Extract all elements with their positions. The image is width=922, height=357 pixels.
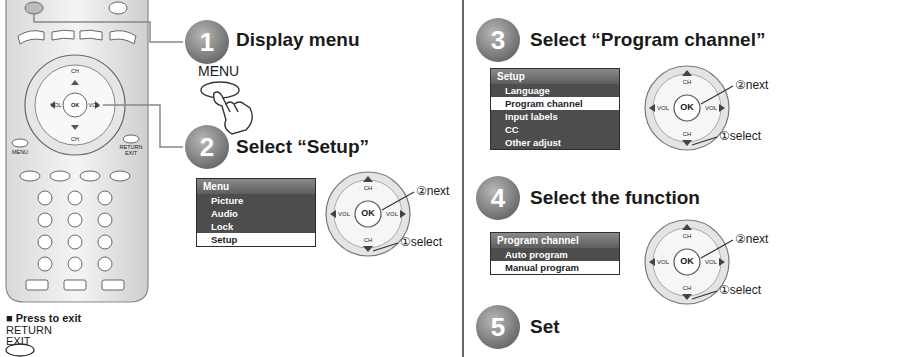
label-text: ①select [719,130,761,143]
label-text: EXIT [6,335,30,347]
step-number: 1 [185,20,229,64]
divider [462,0,464,357]
label-text: CH [71,136,79,142]
menu-item: Program channel [491,97,619,110]
label-text: ①select [719,284,761,297]
step-number: 3 [476,18,520,62]
menu-screen: SetupLanguageProgram channelInput labels… [490,68,620,150]
label-text: ②next [735,233,768,246]
label-text: ②next [735,79,768,92]
menu-title: Program channel [491,233,619,248]
menu-item: Other adjust [491,136,619,149]
label-text: CH [683,131,692,138]
remote-control [6,0,148,302]
menu-item: Setup [197,233,315,246]
label-text: CH [364,185,373,192]
label-text: MENU [198,64,239,79]
label-text: RETURN [6,324,52,336]
label-text: VOL [657,105,669,112]
label-text: OK [361,209,375,219]
menu-item: Language [491,84,619,97]
step-title: Display menu [236,30,360,51]
step-number: 2 [185,125,229,169]
label-text: CH [71,68,79,74]
menu-item: Auto program [491,248,619,261]
step-title: Select “Setup” [236,137,369,158]
label-text: CH [683,285,692,292]
step-number: 5 [476,305,520,349]
step-title: Select the function [530,188,700,209]
menu-item: Picture [197,194,315,207]
menu-screen: Program channelAuto programManual progra… [490,232,620,275]
menu-title: Menu [197,179,315,194]
label-text: VOL [88,102,99,108]
label-text: VOL [386,211,398,218]
label-text: ①select [400,236,442,249]
label-text: VOL [705,105,717,112]
menu-item: Input labels [491,110,619,123]
label-text: RETURN [120,144,143,150]
step-number-text: 1 [200,27,214,58]
menu-item: Lock [197,220,315,233]
label-text: OK [680,103,694,113]
step-number-text: 5 [491,312,505,343]
step-number-text: 4 [491,183,505,214]
label-text: OK [680,257,694,267]
label-text: ②next [416,185,449,198]
ok-dials [326,66,733,304]
step-title: Set [530,317,560,338]
label-text: CH [683,233,692,240]
step-number: 4 [476,176,520,220]
menu-item: Manual program [491,261,619,274]
label-text: ■ Press to exit [6,312,81,324]
step-number-text: 2 [200,132,214,163]
step-number-text: 3 [491,25,505,56]
label-text: VOL [338,211,350,218]
menu-title: Setup [491,69,619,84]
label-text: OK [71,102,79,108]
menu-item: CC [491,123,619,136]
menu-item: Audio [197,207,315,220]
leader-lines [34,14,183,147]
label-text: VOL [50,102,61,108]
label-text: CH [683,79,692,86]
label-text: VOL [657,259,669,266]
step-title: Select “Program channel” [530,30,765,51]
menu-screen: MenuPictureAudioLockSetup [196,178,316,247]
label-text: EXIT [125,150,137,156]
label-text: VOL [705,259,717,266]
label-text: CH [364,237,373,244]
label-text: MENU [12,149,28,155]
